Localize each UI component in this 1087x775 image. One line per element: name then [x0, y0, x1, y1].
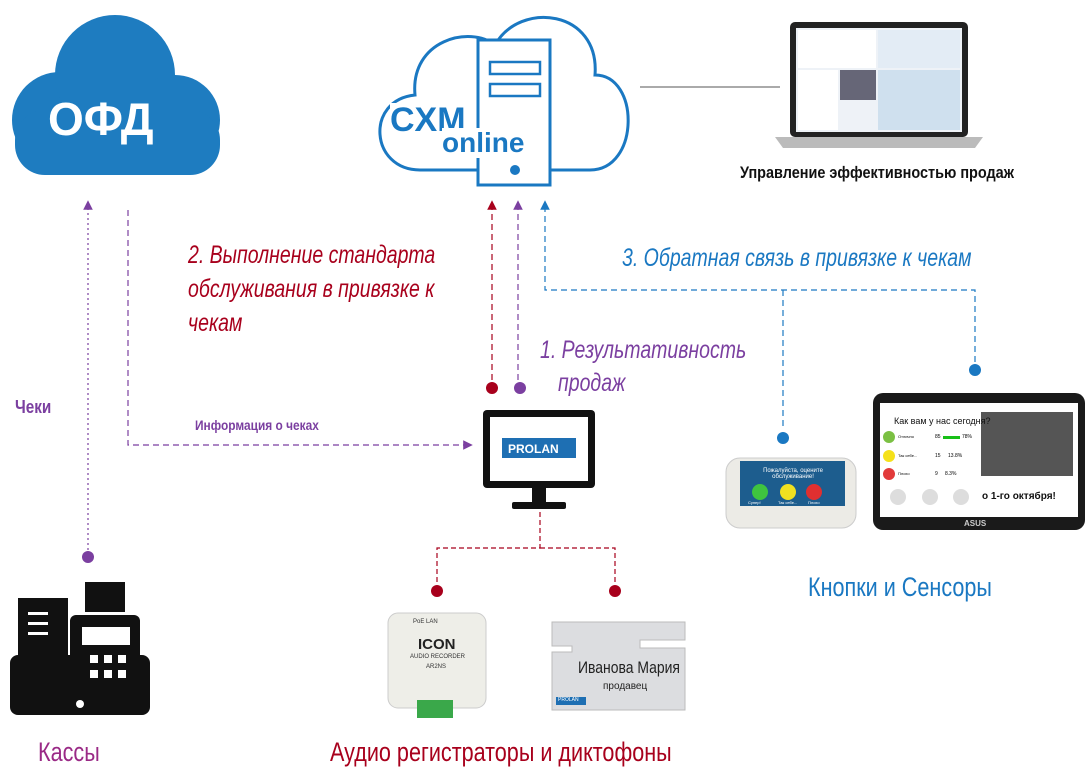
ofd-label: ОФД [48, 93, 154, 145]
flow-sales-line-2: продаж [558, 369, 626, 397]
tablet-row-count: 15 [935, 453, 941, 459]
flow-standard-line-3: чекам [188, 309, 243, 337]
tablet-row-pct: 13.8% [948, 453, 963, 459]
button-box-title: Пожалуйста, оцените обслуживание! [763, 468, 823, 480]
badge-brand: PROLAN [558, 697, 579, 703]
tablet-icon [873, 393, 1085, 530]
server-icon [476, 38, 552, 187]
audio-recorder-icon [387, 612, 487, 718]
tablet-row-pct: 78% [962, 434, 973, 440]
tablet-promo: о 1-го октября! [982, 491, 1056, 502]
button-box-option: Так себе... [778, 500, 798, 505]
ofd-cloud-icon [12, 15, 220, 175]
tablet-question: Как вам у нас сегодня? [894, 416, 991, 426]
tablet-row-pct: 8.3% [945, 471, 957, 477]
flow-standard-line-2: обслуживания в привязке к [188, 275, 435, 303]
tablet-row-label: Плохо [898, 471, 910, 476]
flow-standard-line-1: 2. Выполнение стандарта [188, 241, 436, 269]
monitor-brand: PROLAN [508, 442, 559, 456]
recorder-model: AUDIO RECORDER [410, 654, 466, 660]
recorder-code: AR2NS [426, 664, 447, 670]
receipts-label: Чеки [15, 397, 52, 417]
tablet-row-label: Отлично [898, 434, 914, 439]
button-box-option: Супер! [748, 500, 761, 505]
tablet-brand: ASUS [964, 519, 987, 528]
monitor-icon [483, 410, 595, 509]
recorder-brand: ICON [418, 636, 456, 653]
audio-caption: Аудио регистраторы и диктофоны [330, 737, 672, 767]
recorder-port: PoE LAN [413, 619, 438, 625]
laptop-dashboard-icon [775, 22, 983, 148]
feedback-button-box-icon [725, 457, 857, 529]
sensors-caption: Кнопки и Сенсоры [808, 572, 992, 602]
cash-register-icon [10, 582, 150, 715]
flow-sales-line-1: 1. Результативность [540, 336, 747, 364]
tablet-row-label: Так себе... [898, 453, 918, 458]
laptop-caption: Управление эффективностью продаж [740, 163, 1014, 182]
registers-caption: Кассы [38, 737, 100, 767]
button-box-option: Плохо [808, 500, 820, 505]
receipt-info-label: Информация о чеках [195, 417, 319, 433]
badge-role: продавец [603, 681, 648, 692]
tablet-row-count: 9 [935, 471, 938, 477]
name-badge-icon [551, 621, 686, 711]
badge-name: Иванова Мария [578, 658, 680, 677]
flow-feedback: 3. Обратная связь в привязке к чекам [622, 244, 972, 272]
online-label: online [442, 127, 525, 158]
tablet-row-count: 85 [935, 434, 941, 440]
